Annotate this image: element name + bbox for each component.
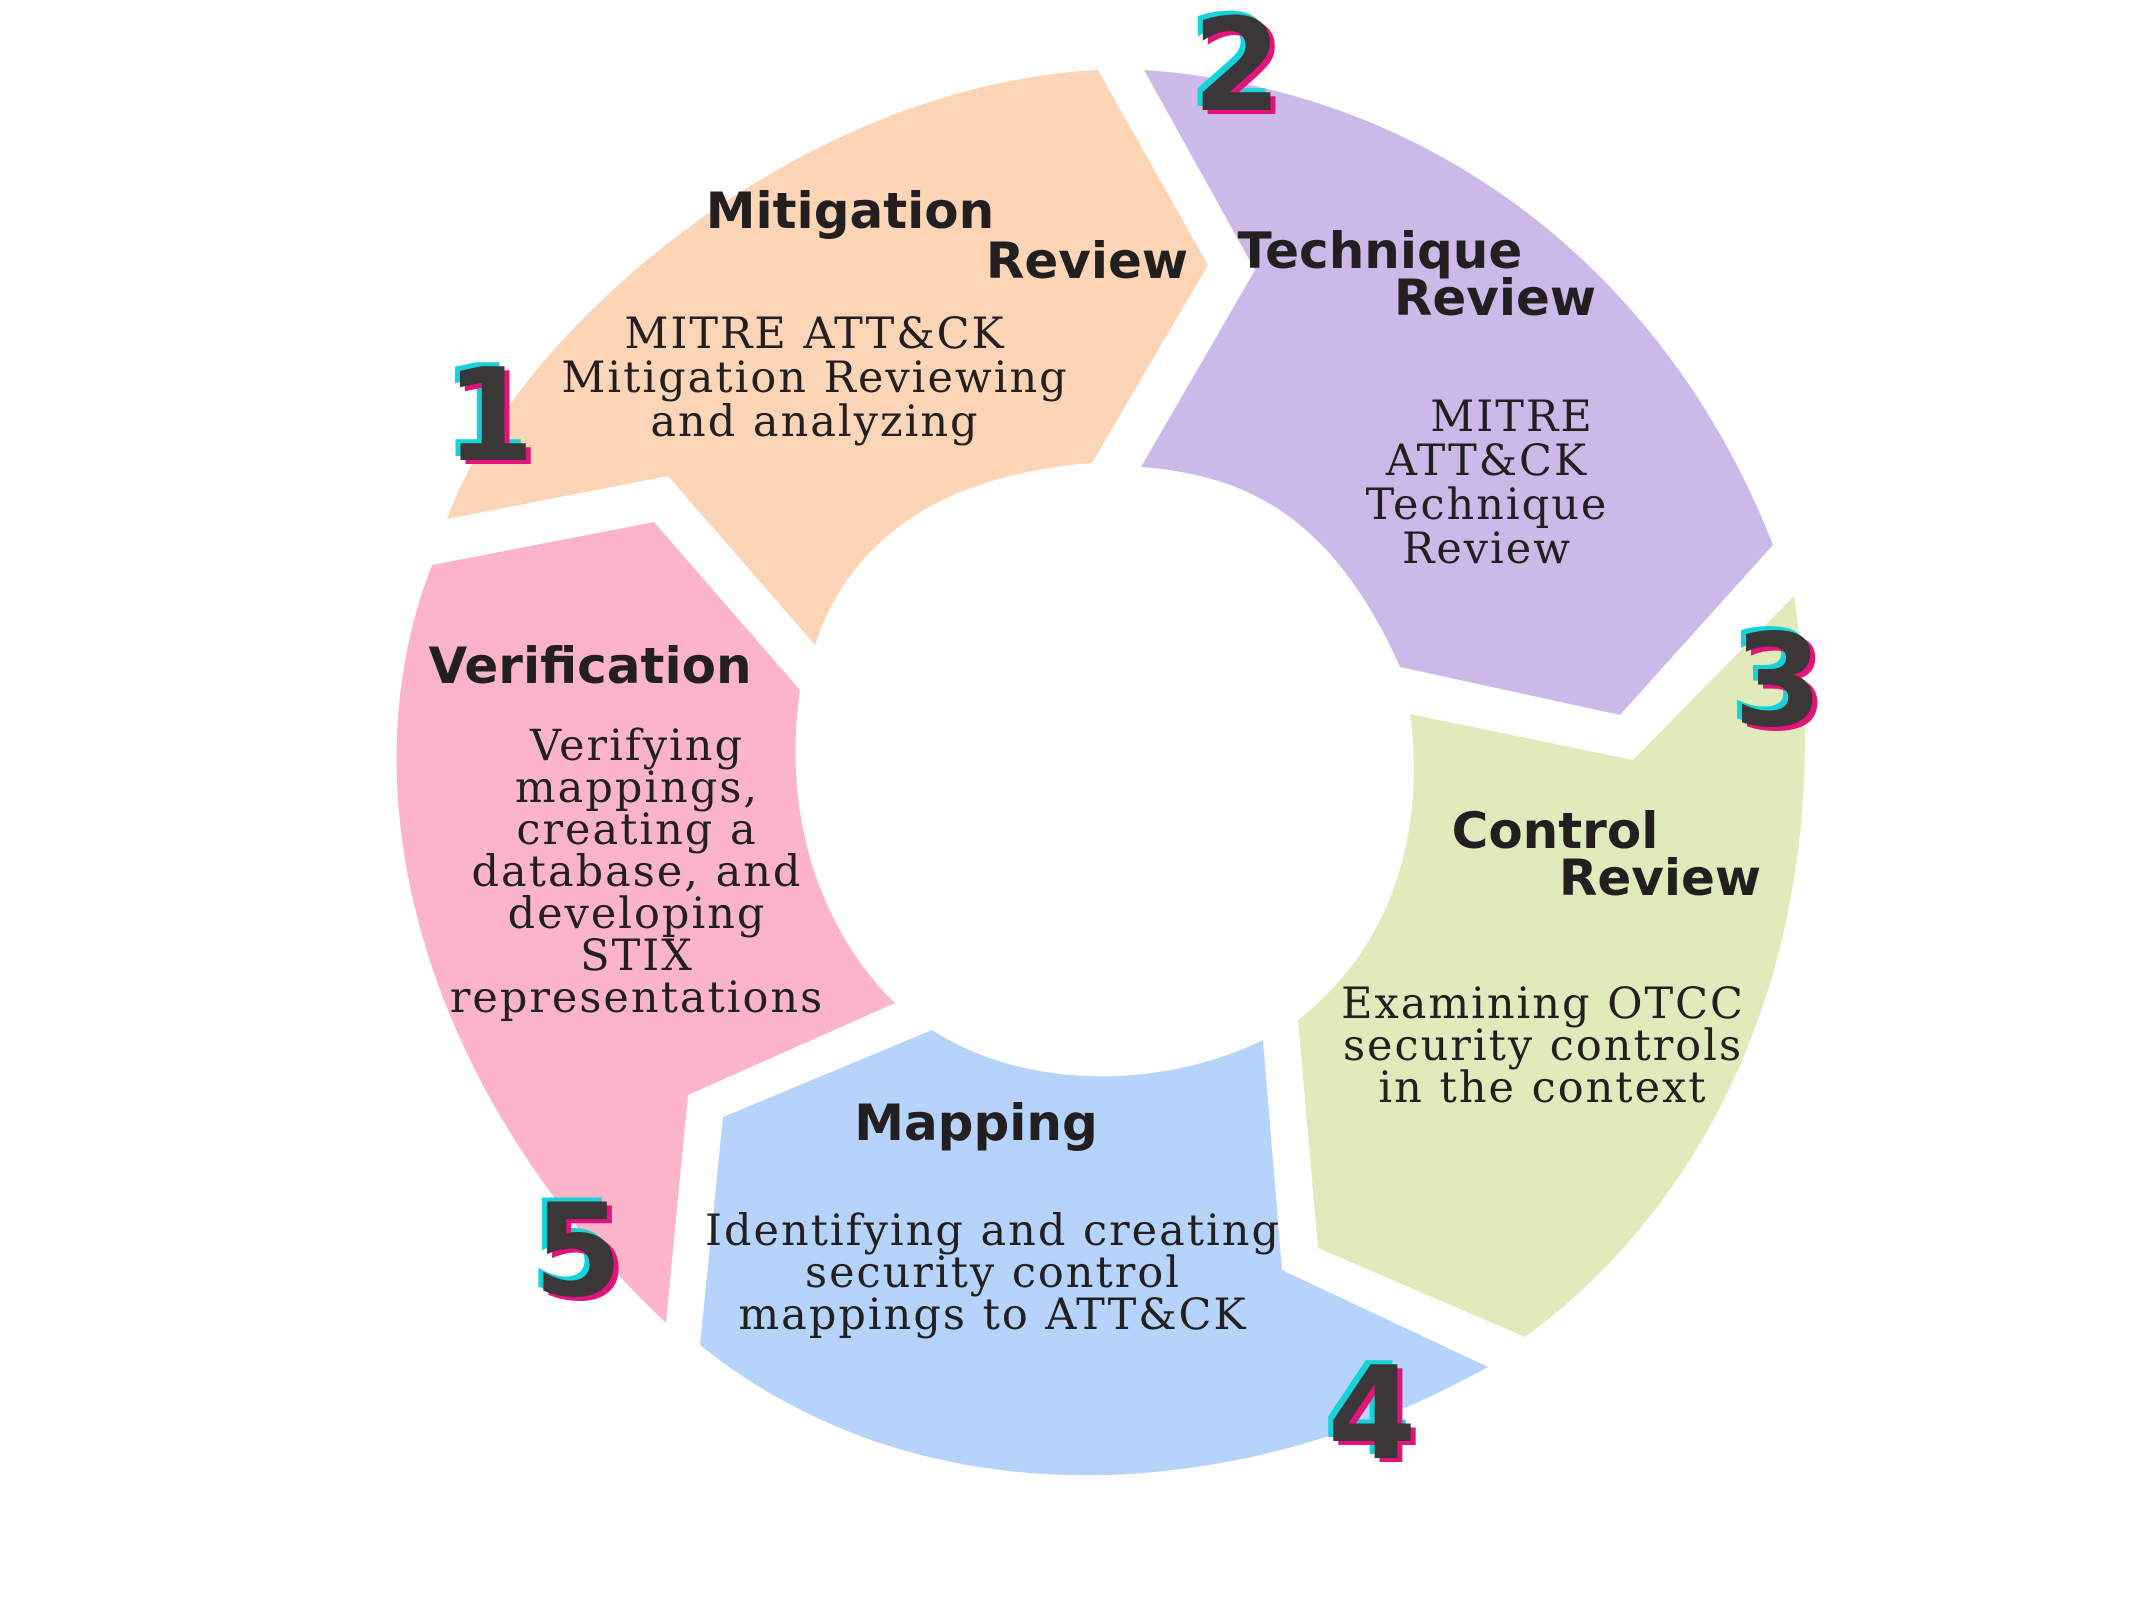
segment-control: [1298, 596, 1805, 1337]
step-number-3: 3 3 3: [1728, 603, 1827, 760]
svg-text:and analyzing: and analyzing: [650, 397, 979, 447]
step-number-4: 4 4 4: [1322, 1336, 1421, 1493]
step-1-description: MITRE ATT&CK Mitigation Reviewing and an…: [561, 309, 1068, 447]
svg-text:3: 3: [1728, 603, 1817, 752]
step-number-2: 2 2 2: [1187, 0, 1286, 145]
svg-text:1: 1: [440, 338, 529, 487]
svg-text:MITRE ATT&CK: MITRE ATT&CK: [624, 309, 1005, 359]
step-5-title: Verification: [428, 637, 751, 695]
svg-text:5: 5: [528, 1173, 617, 1322]
step-4-title: Mapping: [854, 1094, 1098, 1152]
svg-text:Review: Review: [1402, 524, 1572, 574]
svg-text:creating a: creating a: [516, 805, 757, 855]
svg-text:MITRE: MITRE: [1430, 392, 1593, 442]
svg-text:3: 3: [1733, 607, 1822, 756]
step-1-title-line-2: Review: [986, 232, 1188, 290]
svg-text:5: 5: [538, 1181, 627, 1330]
segment-mapping: [700, 1030, 1488, 1476]
svg-text:Technique: Technique: [1366, 480, 1609, 530]
step-1-title-line-1: Mitigation: [706, 182, 994, 240]
svg-text:developing: developing: [508, 889, 767, 939]
svg-text:2: 2: [1187, 0, 1276, 137]
svg-text:4: 4: [1322, 1336, 1411, 1485]
svg-text:3: 3: [1738, 611, 1827, 760]
svg-text:2: 2: [1197, 0, 1286, 145]
step-number-1: 1 1 1: [440, 338, 539, 495]
svg-text:2: 2: [1192, 0, 1281, 141]
step-5-description: Verifying mappings, creating a database,…: [450, 721, 824, 1023]
svg-text:representations: representations: [450, 973, 824, 1023]
step-4-description: Identifying and creating security contro…: [705, 1206, 1281, 1340]
svg-text:Verifying: Verifying: [529, 721, 744, 771]
step-2-title-line-2: Review: [1394, 269, 1596, 327]
svg-text:mappings to ATT&CK: mappings to ATT&CK: [738, 1290, 1247, 1340]
segment-mitigation: [447, 70, 1208, 645]
step-3-title-line-2: Review: [1559, 849, 1761, 907]
segment-verification: [396, 522, 895, 1323]
step-2-description: MITRE ATT&CK Technique Review: [1366, 392, 1609, 574]
step-2-title-line-1: Technique: [1238, 222, 1523, 280]
svg-text:ATT&CK: ATT&CK: [1385, 436, 1588, 486]
svg-text:mappings,: mappings,: [515, 763, 759, 813]
svg-text:4: 4: [1332, 1344, 1421, 1493]
svg-text:Mitigation Reviewing: Mitigation Reviewing: [561, 353, 1068, 403]
segment-technique: [1141, 70, 1773, 715]
svg-text:database, and: database, and: [472, 847, 803, 897]
svg-text:1: 1: [450, 346, 539, 495]
step-3-title-line-1: Control: [1452, 802, 1659, 860]
svg-text:security controls: security controls: [1343, 1021, 1743, 1071]
svg-text:5: 5: [533, 1177, 622, 1326]
step-3-description: Examining OTCC security controls in the …: [1341, 979, 1745, 1113]
svg-text:in the context: in the context: [1378, 1063, 1707, 1113]
svg-text:Examining OTCC: Examining OTCC: [1341, 979, 1745, 1029]
svg-text:1: 1: [445, 342, 534, 491]
step-number-5: 5 5 5: [528, 1173, 627, 1330]
svg-text:security control: security control: [805, 1248, 1181, 1298]
svg-text:STIX: STIX: [580, 931, 694, 981]
svg-text:4: 4: [1327, 1340, 1416, 1489]
svg-text:Identifying and creating: Identifying and creating: [705, 1206, 1281, 1256]
